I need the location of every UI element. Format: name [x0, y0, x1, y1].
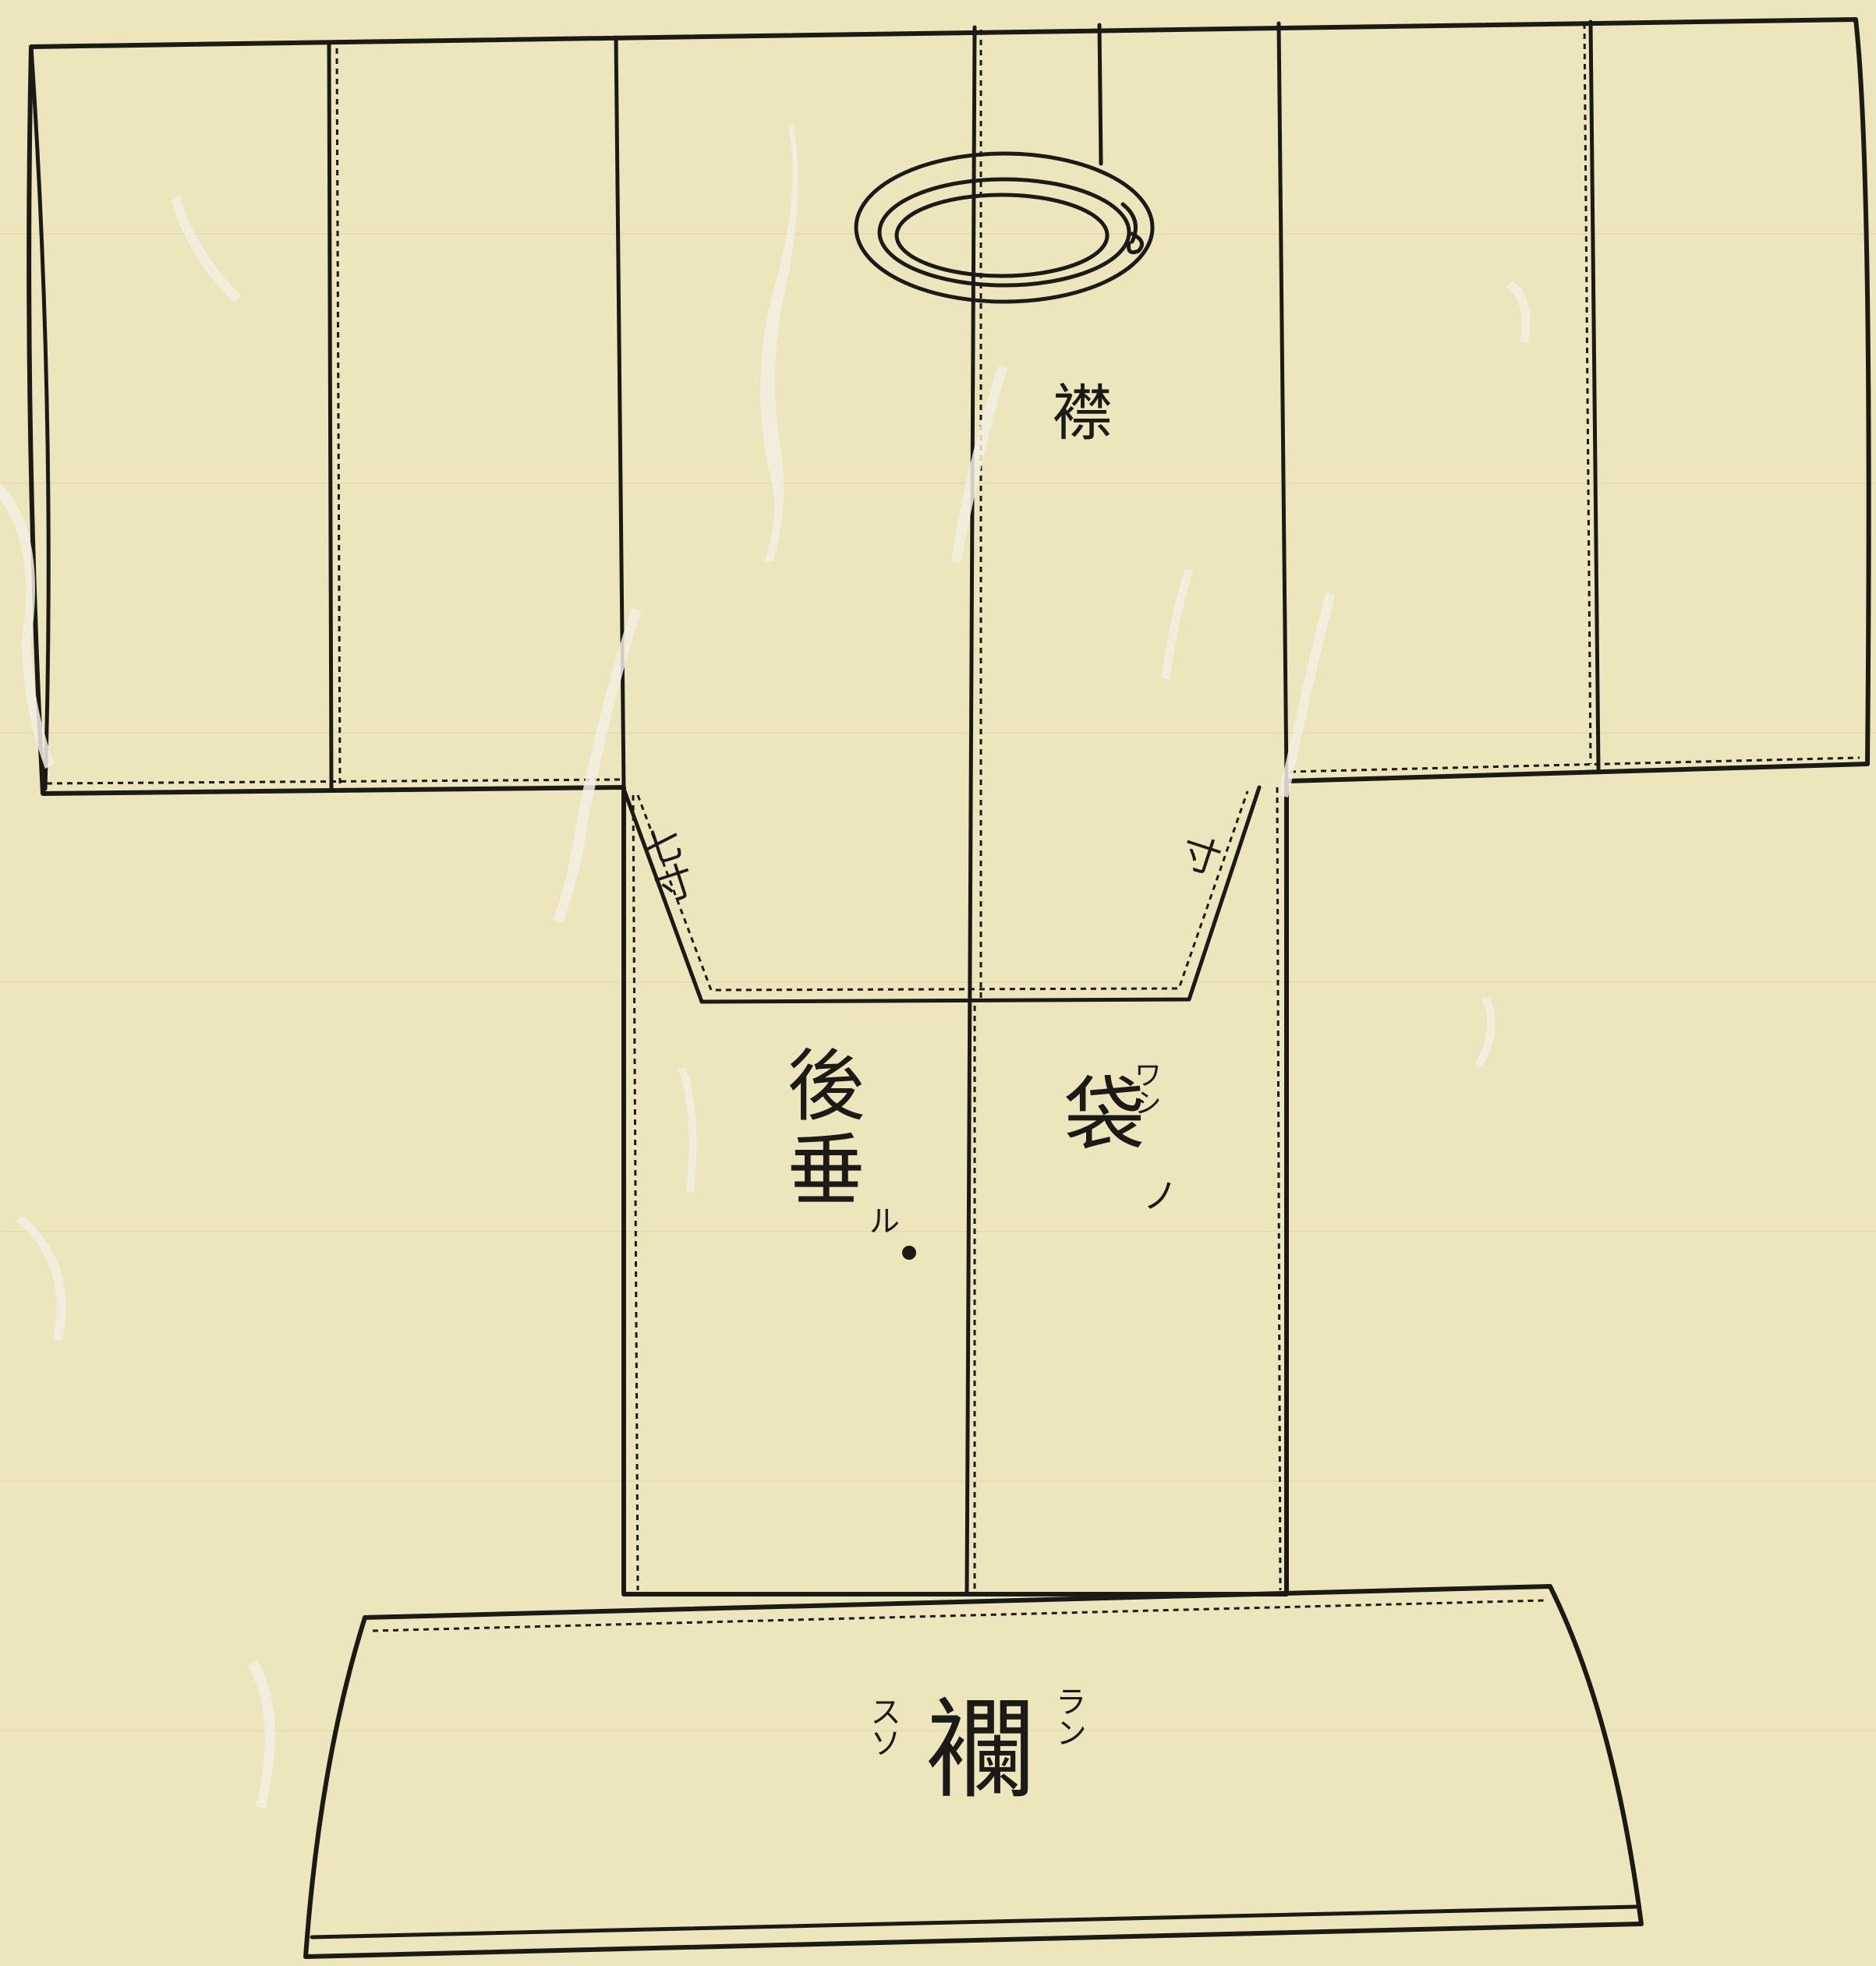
- cord-ring-core: [894, 193, 1110, 278]
- panel-line-neck: [1097, 23, 1103, 166]
- pocket-label: 袋: [1049, 1072, 1145, 1153]
- ran-top-seam: [372, 1599, 1545, 1632]
- paper-wear-marks: [0, 125, 1531, 1809]
- panel-line-right-body: [1276, 21, 1289, 783]
- left-sleeve-curve: [29, 44, 51, 791]
- ran-ruby-right: ラン: [1050, 1685, 1086, 1748]
- cord-knot: [1120, 202, 1144, 255]
- cord-ring-inner: [877, 177, 1131, 288]
- ink-dot: [902, 1246, 916, 1260]
- panel-line-right-sleeve: [1588, 19, 1601, 771]
- pocket-ruby-top: ワシ: [1129, 1060, 1161, 1116]
- seam-right-sleeve: [1583, 23, 1592, 765]
- seam-left-body: [632, 794, 639, 1591]
- paper-texture: [0, 233, 1876, 1731]
- neck-opening-seam: [636, 790, 1249, 992]
- seam-right-sleeve-hem: [1290, 756, 1860, 773]
- collar-label: 襟: [1042, 380, 1112, 441]
- ran-ruby-left: スソ: [865, 1695, 901, 1758]
- ran-label: 襴: [908, 1692, 1035, 1801]
- seam-right-body: [1276, 787, 1282, 1591]
- panel-line-1: [327, 43, 334, 791]
- back-hang-ruby: ル: [863, 1204, 899, 1236]
- back-hang-label: 後垂: [773, 1045, 865, 1213]
- seam-left-sleeve-hem: [46, 778, 621, 785]
- neck-opening: [621, 785, 1262, 1004]
- cord-ring-outer: [854, 151, 1155, 304]
- ran-hem-band: [303, 1584, 1644, 1959]
- seam-left-sleeve: [335, 48, 342, 784]
- pocket-ruby-bottom: ノ: [1137, 1177, 1179, 1213]
- ran-bottom-inner: [310, 1904, 1638, 1939]
- panel-line-center: [965, 25, 977, 1596]
